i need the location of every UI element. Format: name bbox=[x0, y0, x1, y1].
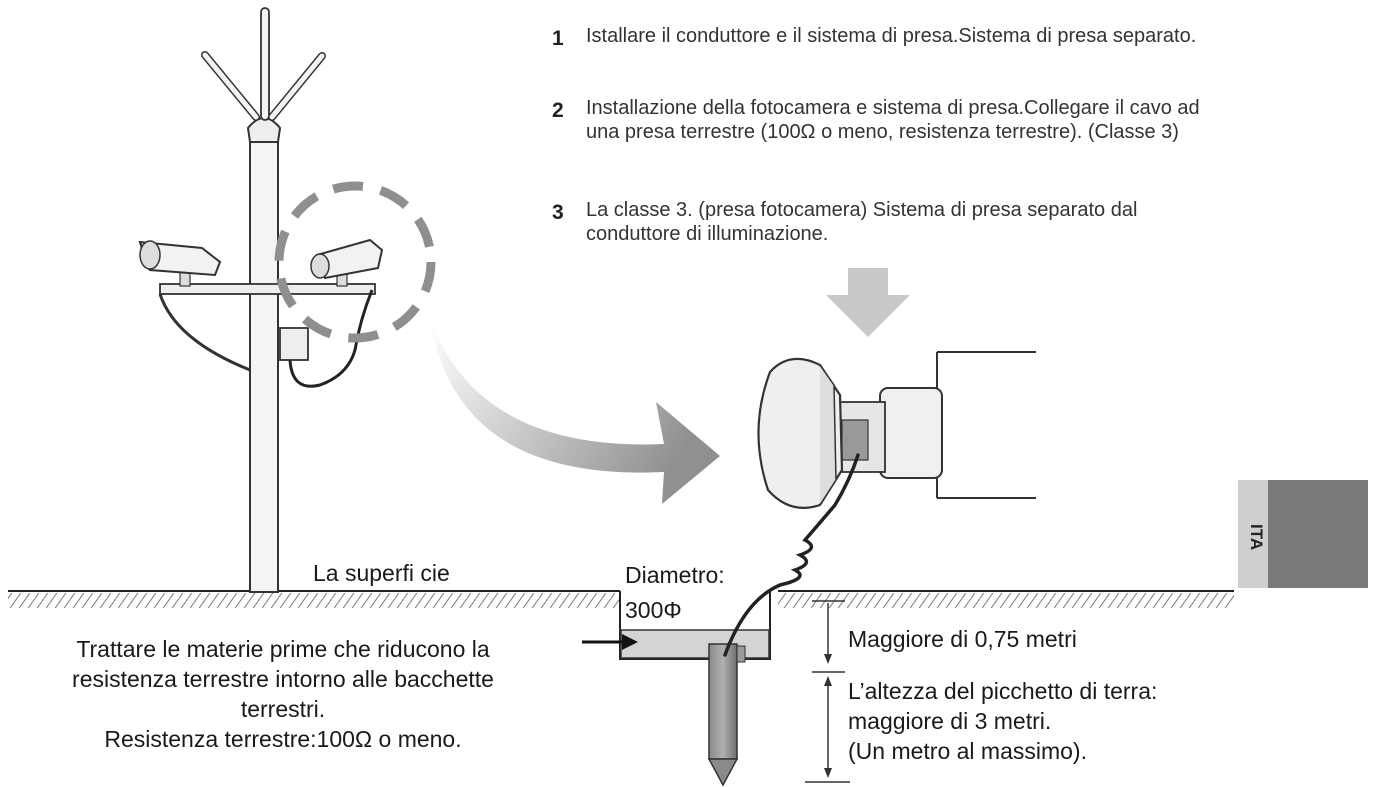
step-text: La classe 3. (presa fotocamera) Sistema … bbox=[586, 199, 1138, 245]
surface-label: La superfi cie bbox=[313, 560, 450, 586]
rod-line: L’altezza del picchetto di terra: bbox=[848, 678, 1158, 704]
camera-closeup bbox=[757, 351, 1036, 509]
treatment-note: Trattare le materie prime che riducono l… bbox=[10, 634, 556, 754]
treatment-line: resistenza terrestre intorno alle bacche… bbox=[72, 666, 494, 692]
diameter-title: Diametro: bbox=[625, 562, 725, 588]
language-tab-light bbox=[1238, 480, 1268, 588]
rod-line: maggiore di 3 metri. bbox=[848, 708, 1052, 734]
step-number: 3 bbox=[552, 201, 564, 224]
depth-markers bbox=[805, 600, 850, 783]
treatment-line: terrestri. bbox=[240, 696, 326, 722]
diameter-value: 300Φ bbox=[625, 597, 682, 623]
left-camera bbox=[138, 240, 222, 277]
down-arrow bbox=[826, 268, 910, 337]
light-pole bbox=[201, 7, 326, 593]
highlight-circle bbox=[274, 181, 436, 343]
ground bbox=[8, 590, 1234, 608]
ground-cable bbox=[723, 453, 860, 657]
language-tab-label: ITA bbox=[1247, 523, 1266, 551]
camera-bracket bbox=[158, 269, 376, 372]
rod-line: (Un metro al massimo). bbox=[848, 738, 1087, 764]
rod-height-note: L’altezza del picchetto di terra: maggio… bbox=[848, 676, 1157, 766]
step-text: Installazione della fotocamera e sistema… bbox=[586, 97, 1200, 143]
pit-arrow bbox=[582, 634, 638, 650]
step-number: 1 bbox=[552, 27, 564, 50]
right-camera bbox=[310, 238, 384, 280]
language-tab bbox=[1268, 480, 1368, 588]
ground-rod bbox=[707, 643, 746, 787]
treatment-line: Trattare le materie prime che riducono l… bbox=[76, 636, 490, 662]
depth-label: Maggiore di 0,75 metri bbox=[848, 626, 1077, 652]
step-text: Istallare il conduttore e il sistema di … bbox=[586, 25, 1197, 47]
zoom-arrow bbox=[430, 318, 720, 504]
junction-box bbox=[279, 289, 374, 388]
resistance-line: Resistenza terrestre:100Ω o meno. bbox=[104, 726, 462, 752]
step-number: 2 bbox=[552, 99, 564, 122]
